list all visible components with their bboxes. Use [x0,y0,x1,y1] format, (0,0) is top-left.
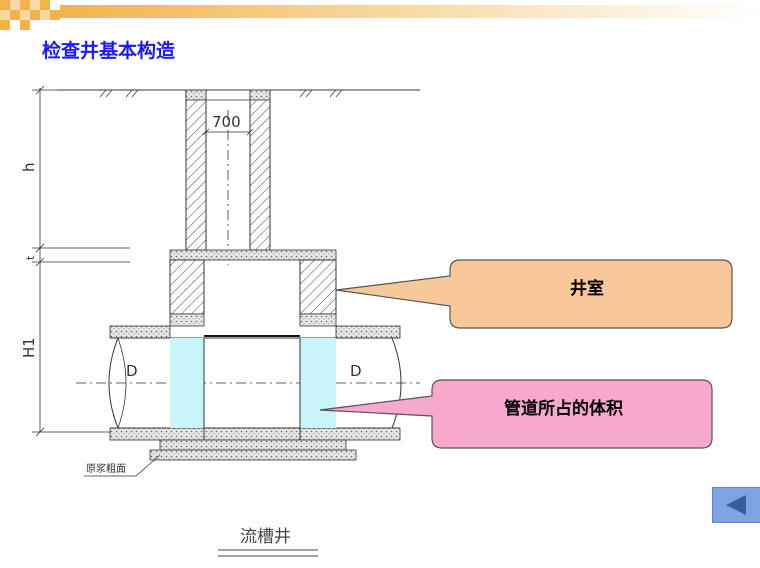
pipe-left-label: D [126,362,138,380]
callout-pipe-volume-text: 管道所占的体积 [504,398,623,419]
dim-700-label: 700 [212,113,241,131]
pipe-right-label: D [350,362,362,380]
top-decor-bar [0,0,760,30]
dim-h-label: h [20,162,38,172]
base-note-label: 原浆粗面 [86,462,126,475]
back-button[interactable] [712,487,760,523]
pipe: D D [76,325,420,441]
slide-title: 检查井基本构造 [42,40,176,62]
dim-H1-label: H1 [20,337,38,358]
dimension-lines [32,85,150,437]
triangle-left-icon [726,495,746,515]
manhole-shaft: 700 [185,89,271,265]
callout-pipe-volume: 管道所占的体积 [319,379,713,449]
pipe-volume-right [300,338,336,428]
dim-t-label: t [24,255,37,260]
callout-chamber: 井室 [335,259,733,329]
chamber-top-slab [169,249,337,261]
chamber-walls [169,259,337,337]
ground-hatch [99,89,343,98]
callout-chamber-text: 井室 [570,278,604,299]
diagram-caption: 流槽井 [240,527,291,547]
pipe-volume-left [170,338,204,428]
base-slab [149,439,357,461]
